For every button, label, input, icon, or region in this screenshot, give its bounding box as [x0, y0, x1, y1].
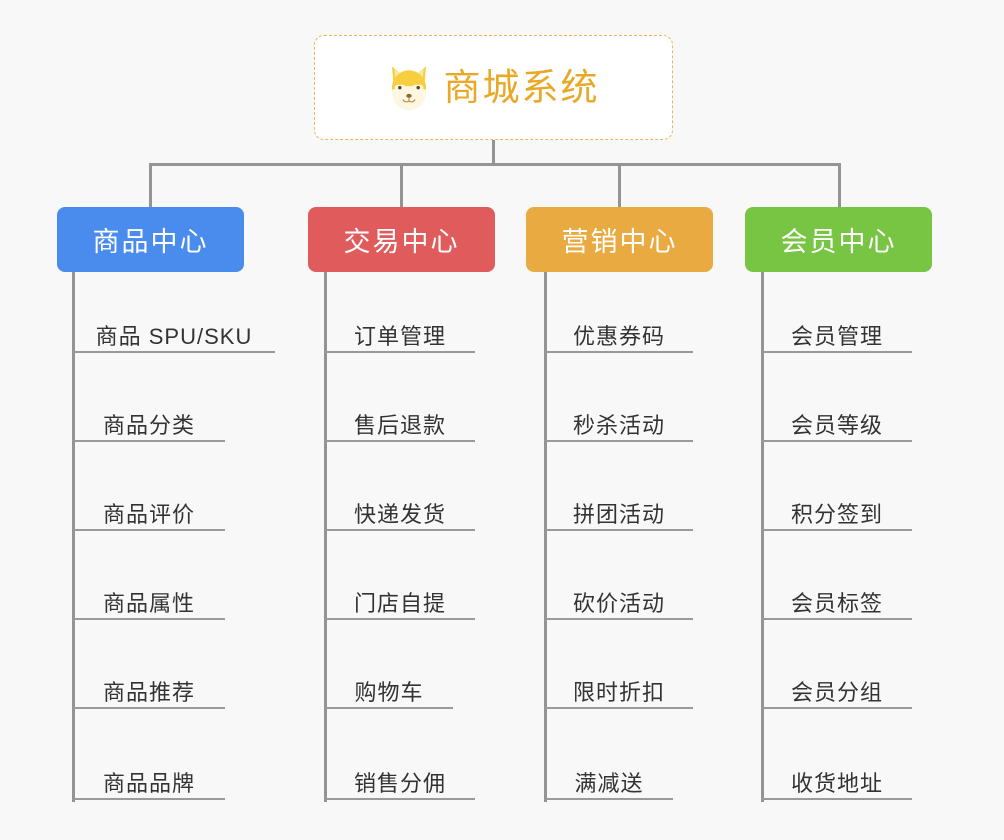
branch-label-4: 会员中心	[780, 227, 897, 257]
leaf-item[interactable]: 拼团活动	[545, 491, 693, 531]
leaf-label: 会员管理	[790, 323, 883, 349]
connector-root-drop	[492, 140, 495, 165]
branch-node-4[interactable]: 会员中心	[745, 207, 932, 272]
leaf-label: 门店自提	[353, 590, 446, 616]
leaf-label: 商品推荐	[102, 679, 195, 705]
leaf-item[interactable]: 售后退款	[325, 402, 475, 442]
leaf-item[interactable]: 订单管理	[325, 313, 475, 353]
leaf-label: 积分签到	[790, 501, 883, 527]
leaf-item[interactable]: 会员分组	[762, 669, 912, 709]
connector-drop-2	[400, 163, 403, 208]
leaf-item[interactable]: 快递发货	[325, 491, 475, 531]
connector-drop-4	[838, 163, 841, 208]
leaf-item[interactable]: 优惠券码	[545, 313, 693, 353]
leaf-label: 商品分类	[102, 412, 195, 438]
connector-stem-2	[324, 272, 327, 802]
leaf-label: 秒杀活动	[572, 412, 665, 438]
branch-node-3[interactable]: 营销中心	[526, 207, 713, 272]
connector-horizontal-bus	[150, 163, 841, 166]
leaf-label: 商品 SPU/SKU	[95, 323, 253, 349]
leaf-label: 拼团活动	[572, 501, 665, 527]
root-title: 商城系统	[443, 67, 600, 108]
leaf-label: 快递发货	[353, 501, 446, 527]
branch-label-1: 商品中心	[92, 227, 209, 257]
leaf-label: 满减送	[574, 770, 644, 796]
branch-node-2[interactable]: 交易中心	[308, 207, 495, 272]
leaf-label: 商品属性	[102, 590, 195, 616]
leaf-label: 购物车	[354, 679, 424, 705]
leaf-item[interactable]: 商品分类	[73, 402, 225, 442]
leaf-item[interactable]: 商品评价	[73, 491, 225, 531]
leaf-item[interactable]: 商品品牌	[73, 760, 225, 800]
leaf-item[interactable]: 会员标签	[762, 580, 912, 620]
leaf-label: 销售分佣	[353, 770, 446, 796]
root-node[interactable]: 商城系统	[314, 35, 673, 140]
leaf-item[interactable]: 门店自提	[325, 580, 475, 620]
leaf-item[interactable]: 会员等级	[762, 402, 912, 442]
shiba-dog-icon	[391, 65, 426, 110]
leaf-item[interactable]: 销售分佣	[325, 760, 475, 800]
leaf-label: 订单管理	[353, 323, 446, 349]
connector-drop-3	[618, 163, 621, 208]
leaf-label: 会员等级	[790, 412, 883, 438]
leaf-item[interactable]: 收货地址	[762, 760, 912, 800]
leaf-label: 收货地址	[790, 770, 883, 796]
leaf-label: 商品品牌	[102, 770, 195, 796]
connector-stem-1	[72, 272, 75, 802]
branch-label-3: 营销中心	[561, 227, 678, 257]
leaf-item[interactable]: 商品属性	[73, 580, 225, 620]
leaf-item[interactable]: 砍价活动	[545, 580, 693, 620]
connector-stem-4	[761, 272, 764, 802]
leaf-item[interactable]: 满减送	[545, 760, 673, 800]
branch-node-1[interactable]: 商品中心	[57, 207, 244, 272]
leaf-item[interactable]: 秒杀活动	[545, 402, 693, 442]
branch-label-2: 交易中心	[343, 227, 460, 257]
leaf-item[interactable]: 限时折扣	[545, 669, 693, 709]
leaf-label: 砍价活动	[572, 590, 665, 616]
leaf-label: 会员分组	[790, 679, 883, 705]
leaf-item[interactable]: 购物车	[325, 669, 453, 709]
leaf-item[interactable]: 会员管理	[762, 313, 912, 353]
leaf-label: 限时折扣	[572, 679, 665, 705]
leaf-item[interactable]: 商品 SPU/SKU	[73, 313, 275, 353]
leaf-label: 会员标签	[790, 590, 883, 616]
leaf-label: 商品评价	[102, 501, 195, 527]
connector-stem-3	[544, 272, 547, 802]
leaf-item[interactable]: 商品推荐	[73, 669, 225, 709]
leaf-label: 优惠券码	[572, 323, 665, 349]
leaf-item[interactable]: 积分签到	[762, 491, 912, 531]
leaf-label: 售后退款	[353, 412, 446, 438]
connector-drop-1	[149, 163, 152, 208]
